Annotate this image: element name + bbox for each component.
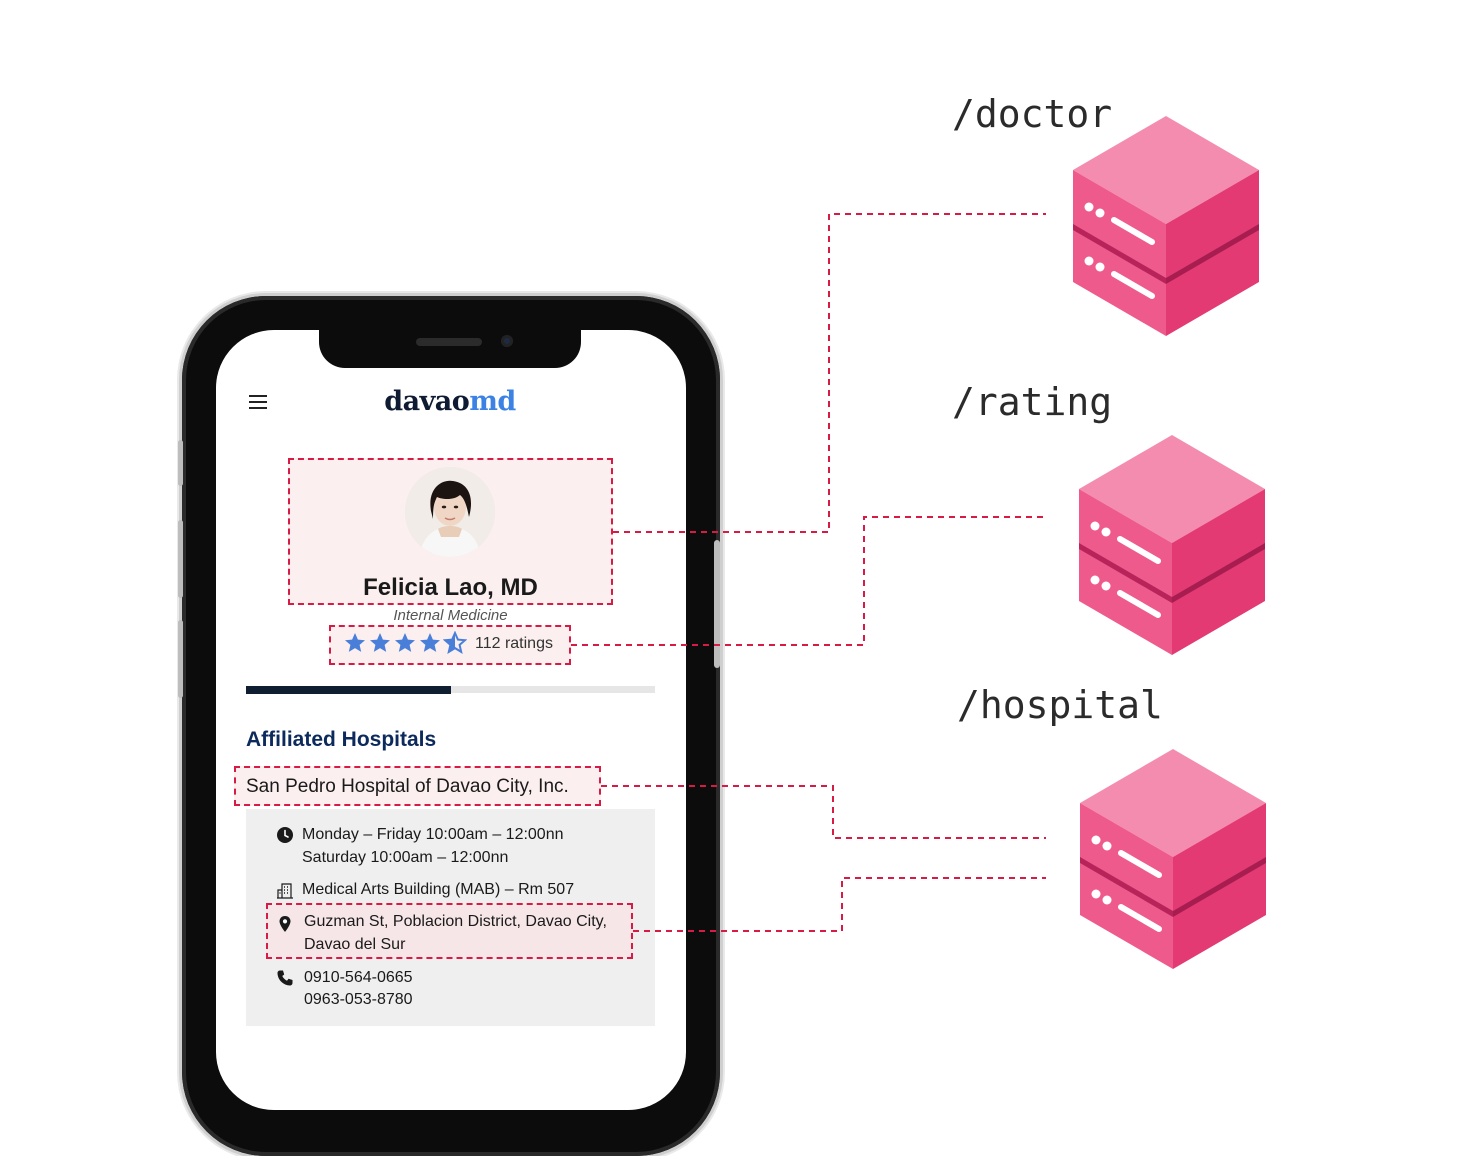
phone-side-button (178, 440, 183, 486)
phone-camera (501, 335, 513, 347)
logo-part-md: md (469, 386, 516, 417)
doctor-specialty: Internal Medicine (393, 607, 508, 624)
building-room: Medical Arts Building (MAB) – Rm 507 (302, 881, 575, 898)
rating-count[interactable]: 112 ratings (475, 635, 553, 652)
endpoint-doctor-label: /doctor (952, 92, 1113, 136)
phone-speaker (416, 338, 482, 346)
phone-number-1[interactable]: 0910-564-0665 (304, 969, 413, 986)
address-highlight (266, 903, 633, 959)
profile-progress-fill (246, 686, 451, 694)
schedule-saturday: Saturday 10:00am – 12:00nn (302, 849, 509, 866)
doctor-name: Felicia Lao, MD (363, 574, 538, 601)
phone-volume-down-button (178, 620, 183, 698)
building-icon (277, 883, 293, 899)
hamburger-menu-icon[interactable] (249, 395, 267, 410)
endpoint-hospital-label: /hospital (957, 683, 1163, 727)
doctor-avatar[interactable] (405, 467, 495, 557)
star-icon (395, 633, 415, 652)
rating-stars[interactable] (343, 630, 468, 657)
star-icon (420, 633, 440, 652)
logo-part-davao: davao (384, 386, 470, 417)
map-pin-icon (279, 916, 291, 932)
star-icon (370, 633, 390, 652)
half-star-icon (442, 630, 468, 654)
hospital-name-highlight (234, 766, 601, 806)
address-line-2[interactable]: Davao del Sur (304, 936, 406, 953)
clock-icon (277, 827, 293, 843)
phone-icon (277, 970, 293, 986)
phone-notch (319, 326, 581, 368)
hospital-name[interactable]: San Pedro Hospital of Davao City, Inc. (246, 776, 569, 797)
schedule-weekday: Monday – Friday 10:00am – 12:00nn (302, 826, 564, 843)
phone-number-2[interactable]: 0963-053-8780 (304, 991, 413, 1008)
star-icon (345, 633, 365, 652)
phone-volume-up-button (178, 520, 183, 598)
app-logo[interactable]: davaomd (360, 384, 540, 420)
server-cube-icon (1079, 435, 1265, 655)
address-line-1[interactable]: Guzman St, Poblacion District, Davao Cit… (304, 913, 607, 930)
phone-power-button (714, 540, 720, 668)
server-cube-icon (1080, 749, 1266, 969)
server-cube-icon (1073, 116, 1259, 336)
affiliated-hospitals-title: Affiliated Hospitals (246, 728, 437, 751)
endpoint-rating-label: /rating (952, 380, 1113, 424)
doctor-photo (405, 467, 495, 557)
